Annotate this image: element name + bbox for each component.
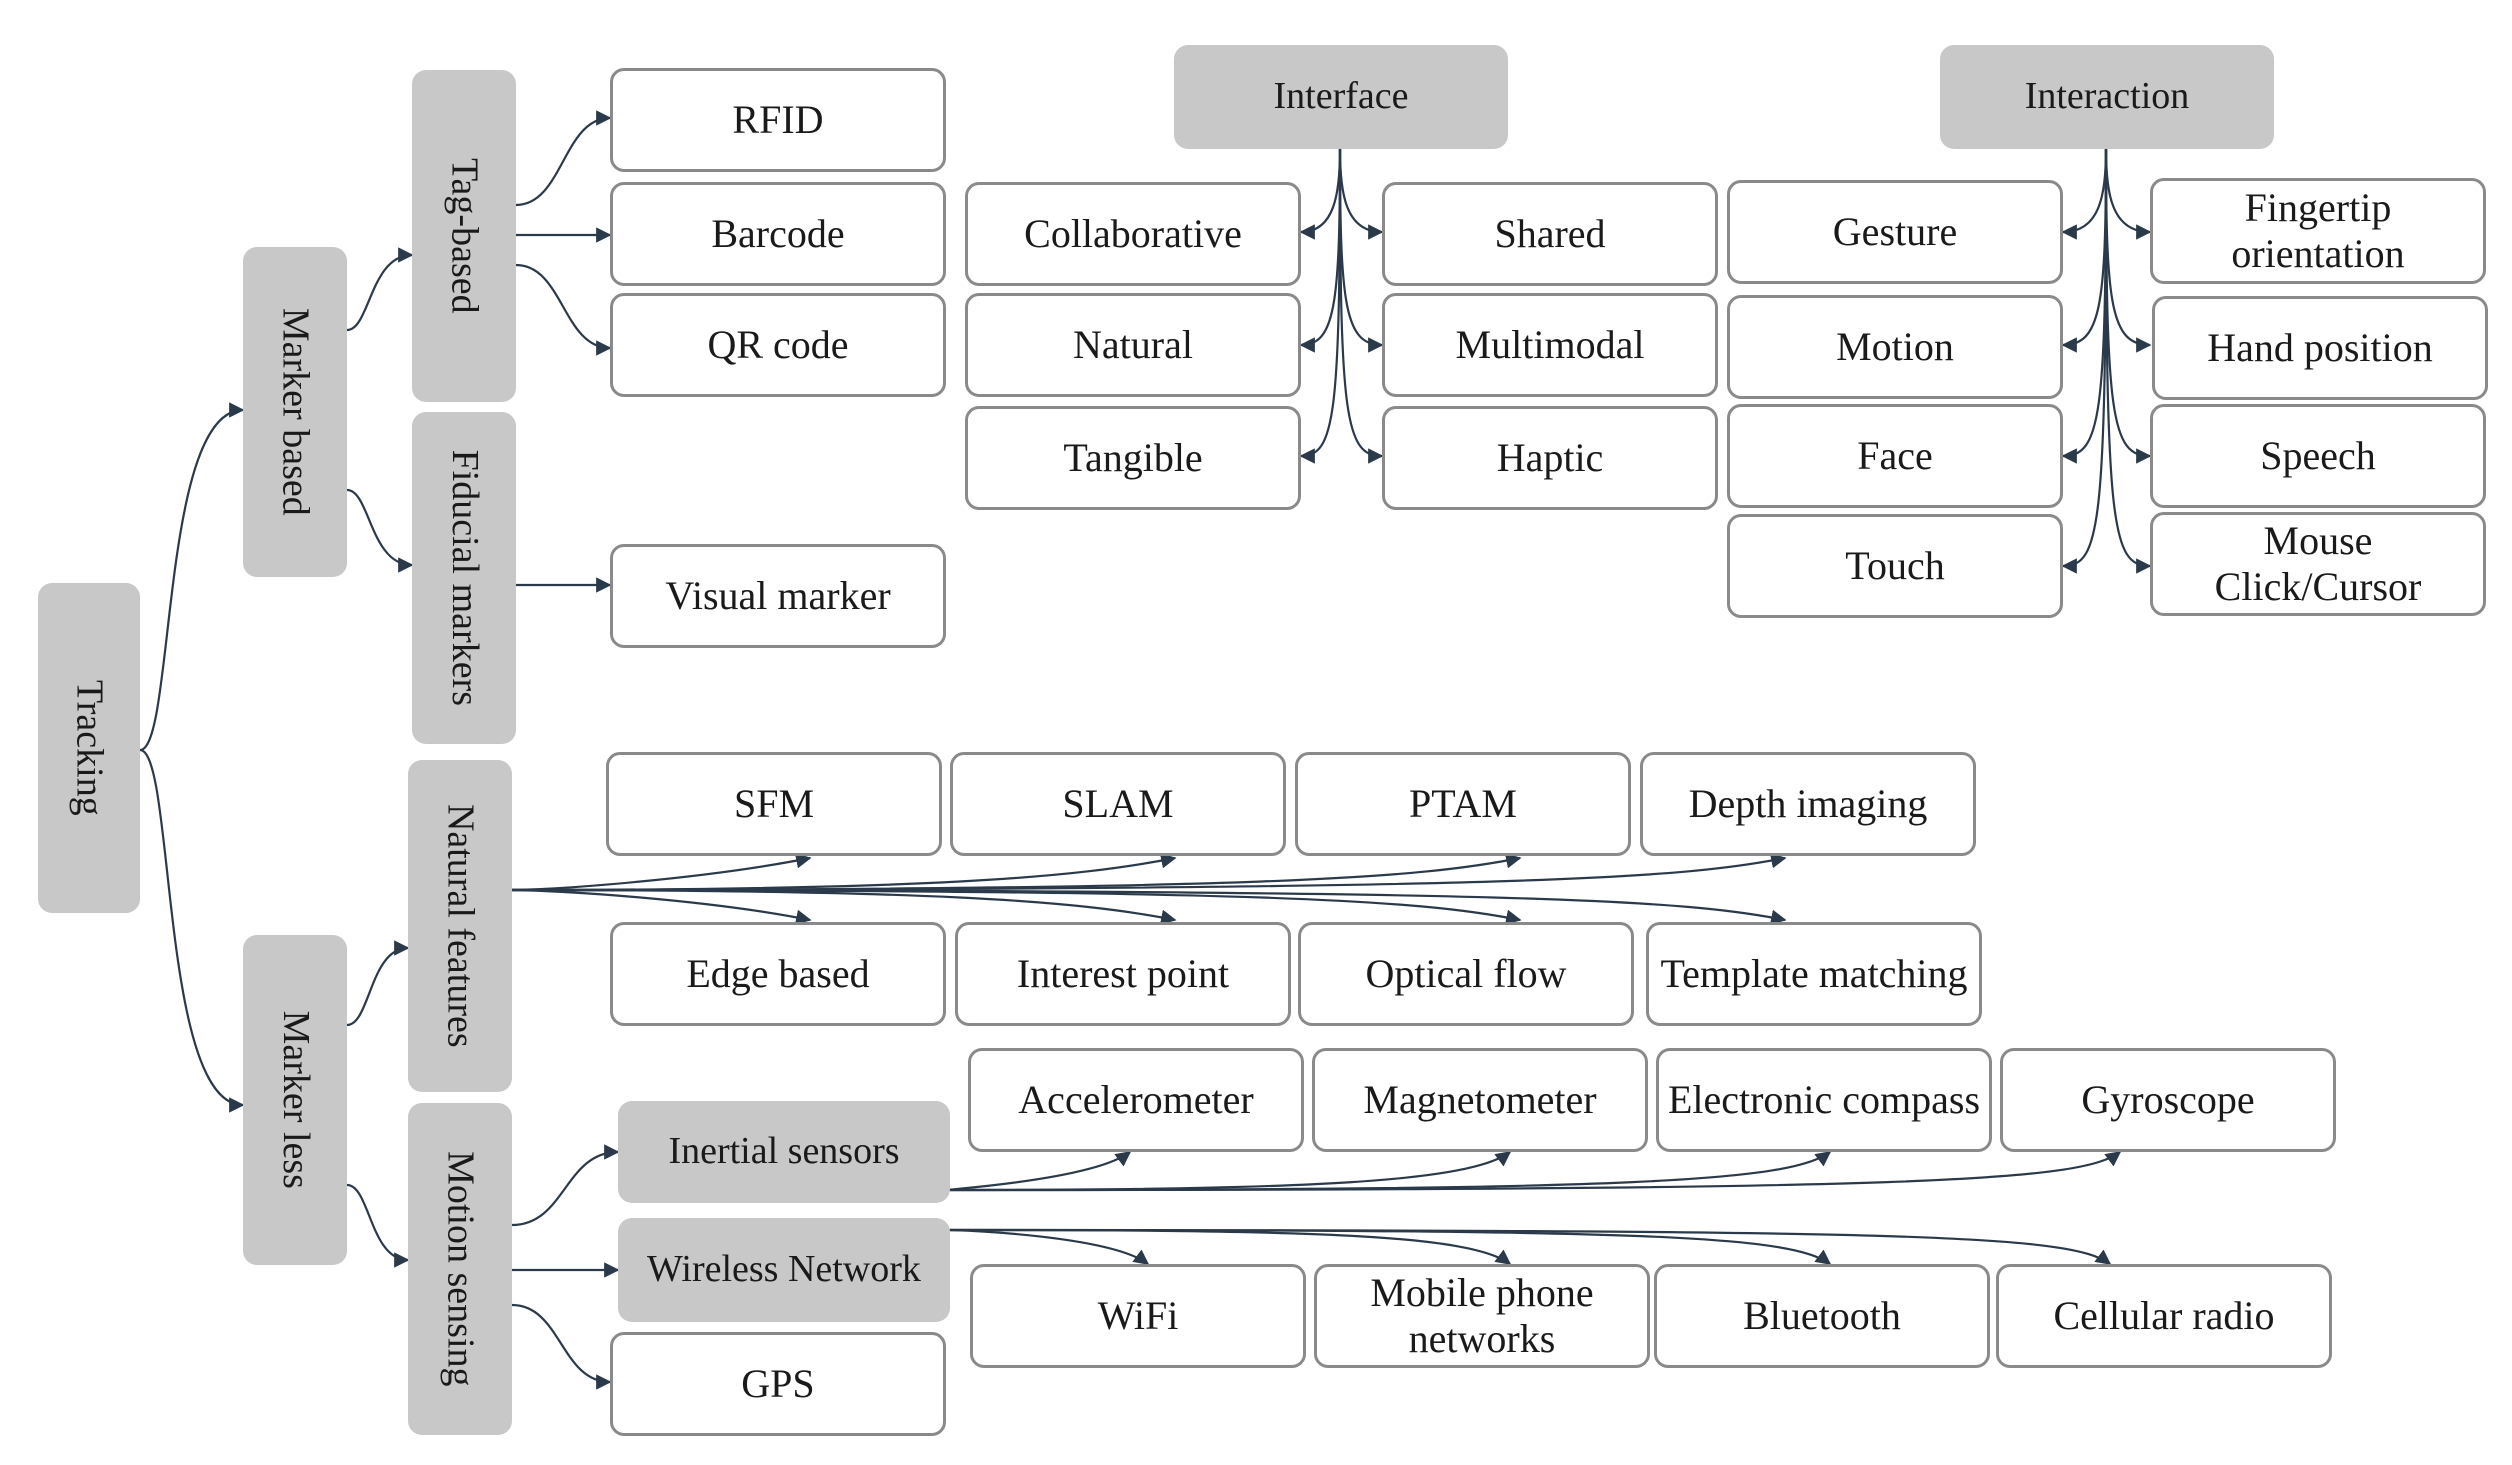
barcode-node: Barcode xyxy=(610,182,946,286)
inertial-sensors-node: Inertial sensors xyxy=(618,1101,950,1203)
edge-based-node: Edge based xyxy=(610,922,946,1026)
connector-arrow-1 xyxy=(139,402,245,752)
motion-interaction-node: Motion xyxy=(1727,295,2063,399)
connector-arrow-22 xyxy=(2104,148,2152,464)
connector-arrow-5 xyxy=(346,940,410,1027)
interface-node: Interface xyxy=(1174,45,1508,149)
cellular-radio-node: Cellular radio xyxy=(1996,1264,2332,1368)
mouse-click-cursor-node: Mouse Click/Cursor xyxy=(2150,512,2486,616)
connector-arrow-28 xyxy=(503,853,1787,892)
rfid-node: RFID xyxy=(610,68,946,172)
connector-arrow-40 xyxy=(948,1228,1150,1265)
magnetometer-node: Magnetometer xyxy=(1312,1048,1648,1152)
connector-arrow-18 xyxy=(2104,148,2152,240)
connector-arrow-21 xyxy=(2061,148,2108,464)
connector-arrow-29 xyxy=(503,888,812,925)
connector-arrow-26 xyxy=(503,853,1177,892)
marker-less-node: Marker less xyxy=(243,935,347,1265)
haptic-node: Haptic xyxy=(1382,406,1718,510)
connector-arrow-19 xyxy=(2061,148,2108,353)
fingertip-orientation-node: Fingertip orientation xyxy=(2150,178,2486,284)
connector-arrow-39 xyxy=(949,1151,2122,1192)
optical-flow-node: Optical flow xyxy=(1298,922,1634,1026)
wireless-network-node: Wireless Network xyxy=(618,1218,950,1322)
connector-arrow-16 xyxy=(1338,148,1384,464)
shared-node: Shared xyxy=(1382,182,1718,286)
gesture-node: Gesture xyxy=(1727,180,2063,284)
depth-imaging-node: Depth imaging xyxy=(1640,752,1976,856)
connector-arrow-24 xyxy=(2104,148,2152,574)
connector-arrow-33 xyxy=(511,1144,620,1227)
connector-arrow-3 xyxy=(346,247,414,332)
visual-marker-node: Visual marker xyxy=(610,544,946,648)
fiducial-markers-node: Fiducial markers xyxy=(412,412,516,744)
connector-arrow-27 xyxy=(503,853,1522,892)
connector-arrow-30 xyxy=(503,888,1177,925)
connector-arrow-42 xyxy=(949,1228,1832,1265)
hand-position-node: Hand position xyxy=(2152,296,2488,400)
tag-based-node: Tag-based xyxy=(412,70,516,402)
connector-arrow-17 xyxy=(2061,148,2108,240)
connector-arrow-41 xyxy=(949,1228,1512,1265)
connector-arrow-13 xyxy=(1299,148,1342,353)
touch-node: Touch xyxy=(1727,514,2063,618)
connector-arrow-7 xyxy=(515,110,612,207)
connector-arrow-2 xyxy=(139,748,245,1113)
mobile-phone-networks-node: Mobile phone networks xyxy=(1314,1264,1650,1368)
gyroscope-node: Gyroscope xyxy=(2000,1048,2336,1152)
natural-features-node: Natural features xyxy=(408,760,512,1092)
marker-based-node: Marker based xyxy=(243,247,347,577)
sfm-node: SFM xyxy=(606,752,942,856)
connector-arrow-43 xyxy=(949,1228,2112,1265)
connector-arrow-14 xyxy=(1338,148,1384,353)
bluetooth-node: Bluetooth xyxy=(1654,1264,1990,1368)
connector-arrow-20 xyxy=(2104,148,2152,353)
connector-arrow-25 xyxy=(503,853,812,892)
qr-code-node: QR code xyxy=(610,293,946,397)
connector-arrow-32 xyxy=(503,888,1787,925)
ptam-node: PTAM xyxy=(1295,752,1631,856)
connector-arrow-36 xyxy=(947,1151,1132,1192)
natural-interface-node: Natural xyxy=(965,293,1301,397)
slam-node: SLAM xyxy=(950,752,1286,856)
accelerometer-node: Accelerometer xyxy=(968,1048,1304,1152)
face-node: Face xyxy=(1727,404,2063,508)
speech-node: Speech xyxy=(2150,404,2486,508)
interaction-node: Interaction xyxy=(1940,45,2274,149)
wifi-node: WiFi xyxy=(970,1264,1306,1368)
tangible-node: Tangible xyxy=(965,406,1301,510)
connector-arrow-35 xyxy=(511,1303,612,1390)
connector-arrow-11 xyxy=(1299,148,1342,240)
connector-arrow-4 xyxy=(346,488,414,573)
multimodal-node: Multimodal xyxy=(1382,293,1718,397)
connector-arrow-12 xyxy=(1338,148,1384,240)
motion-sensing-node: Motion sensing xyxy=(408,1103,512,1435)
connector-arrow-23 xyxy=(2061,148,2108,574)
connector-arrow-6 xyxy=(346,1183,410,1268)
connector-arrow-9 xyxy=(515,263,612,356)
connector-arrow-15 xyxy=(1299,148,1342,464)
electronic-compass-node: Electronic compass xyxy=(1656,1048,1992,1152)
collaborative-node: Collaborative xyxy=(965,182,1301,286)
connector-arrow-31 xyxy=(503,888,1522,925)
connector-arrow-37 xyxy=(949,1151,1512,1192)
interest-point-node: Interest point xyxy=(955,922,1291,1026)
connector-arrow-38 xyxy=(949,1151,1832,1192)
tracking-node: Tracking xyxy=(38,583,140,913)
gps-node: GPS xyxy=(610,1332,946,1436)
template-matching-node: Template matching xyxy=(1646,922,1982,1026)
